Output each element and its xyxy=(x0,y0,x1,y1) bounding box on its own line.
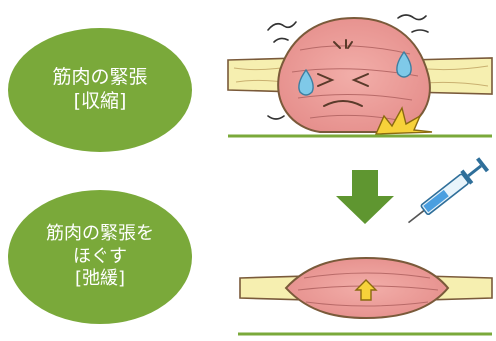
syringe-icon xyxy=(404,157,489,229)
contracted-muscle xyxy=(228,15,492,136)
relaxed-muscle xyxy=(238,258,492,334)
down-arrow-icon xyxy=(336,170,394,224)
